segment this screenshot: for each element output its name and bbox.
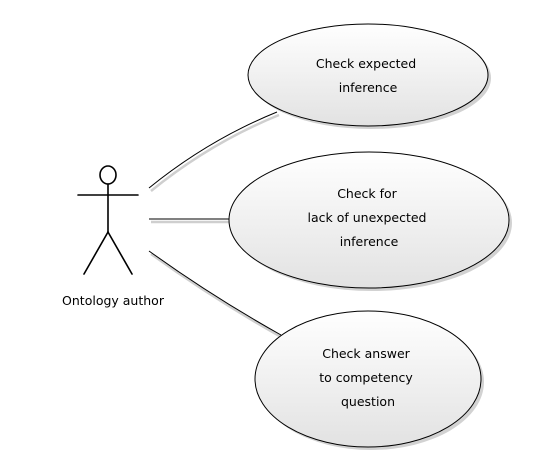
use-case-line: question bbox=[341, 394, 395, 409]
actor-head bbox=[99, 165, 117, 185]
associations bbox=[148, 111, 282, 336]
use-case-ellipse bbox=[228, 151, 510, 289]
actor-left-leg bbox=[83, 231, 109, 275]
use-case-check-answer-to-competency-question[interactable]: Check answer to competency question bbox=[254, 310, 484, 450]
use-case-text: Check expected inference bbox=[316, 56, 420, 95]
association-line-1 bbox=[148, 111, 278, 189]
use-case-check-lack-of-unexpected-inference[interactable]: Check for lack of unexpected inference bbox=[228, 151, 512, 291]
use-case-line: lack of unexpected bbox=[308, 210, 427, 225]
actor-ontology-author[interactable] bbox=[77, 165, 139, 275]
association-shadows bbox=[150, 113, 284, 340]
use-case-check-expected-inference[interactable]: Check expected inference bbox=[247, 23, 491, 129]
actor-label: Ontology author bbox=[62, 293, 165, 308]
use-case-line: Check answer bbox=[322, 346, 410, 361]
association-line-3 bbox=[148, 250, 282, 336]
use-case-line: inference bbox=[340, 234, 399, 249]
use-case-line: Check for bbox=[337, 186, 397, 201]
use-case-ellipse bbox=[254, 310, 482, 448]
use-case-line: Check expected bbox=[316, 56, 416, 71]
use-case-text: Check answer to competency question bbox=[319, 346, 417, 409]
actor-right-leg bbox=[107, 231, 133, 275]
use-case-line: to competency bbox=[319, 370, 413, 385]
use-case-line: inference bbox=[339, 80, 398, 95]
use-case-ellipse bbox=[247, 23, 489, 127]
use-case-text: Check for lack of unexpected inference bbox=[308, 186, 431, 249]
